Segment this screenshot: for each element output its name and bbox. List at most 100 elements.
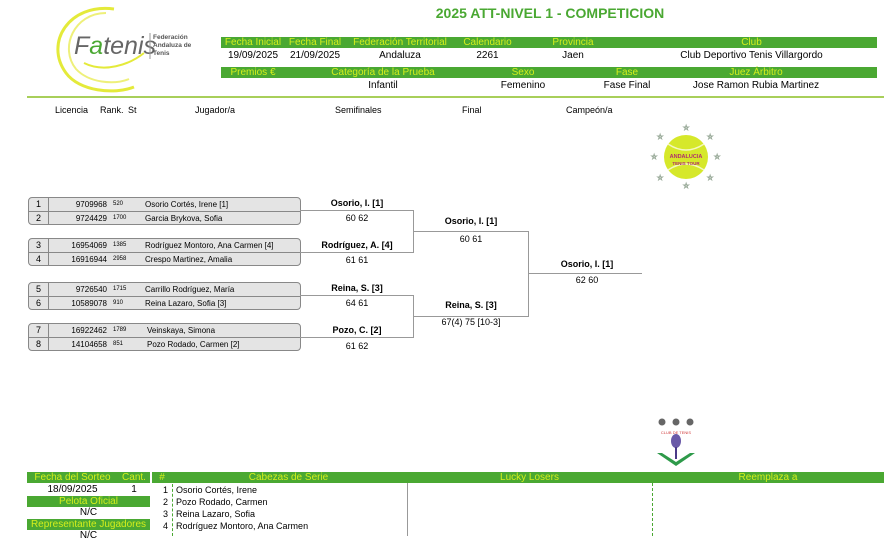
header-reemplaza: Reemplaza a	[738, 472, 798, 483]
seed-divider	[172, 484, 173, 536]
bracket-line	[413, 231, 528, 232]
draw-number: 2	[29, 212, 49, 224]
value-pelota: N/C	[79, 507, 98, 518]
svg-text:☆: ☆	[683, 182, 689, 190]
col-st: St	[128, 105, 137, 115]
player-name: Garcia Brykova, Sofia	[145, 214, 223, 223]
svg-text:Andaluza de: Andaluza de	[153, 42, 192, 49]
player-name: Pozo Rodado, Carmen [2]	[147, 340, 240, 349]
seed-number: 3	[162, 509, 168, 519]
draw-number: 1	[29, 198, 49, 211]
svg-text:Fatenis: Fatenis	[74, 32, 156, 60]
player-name: Rodríguez Montoro, Ana Carmen [4]	[145, 241, 274, 250]
value-categoria: Infantil	[368, 80, 398, 91]
player-license: 16916944	[71, 255, 107, 264]
header-club: Club	[741, 37, 762, 48]
col-semifinales: Semifinales	[335, 105, 382, 115]
player-rank: 1700	[113, 215, 127, 221]
qf-winner-1: Osorio, I. [1]	[330, 198, 384, 208]
qf-score-4: 61 62	[345, 341, 369, 351]
player-rank: 1385	[113, 242, 127, 248]
bracket-line	[300, 252, 413, 253]
svg-text:ANDALUCIA: ANDALUCIA	[670, 154, 703, 160]
club-tenis-villargordo-logo: CLUB DE TENIS	[654, 417, 698, 467]
sf-score-2: 67(4) 75 [10-3]	[441, 317, 501, 327]
representante-label: Representante Jugadores	[30, 519, 147, 530]
value-fecha-inicial: 19/09/2025	[227, 50, 279, 61]
player-rank: 910	[113, 300, 124, 306]
page-title: 2025 ATT-NIVEL 1 - COMPETICION	[435, 5, 665, 21]
svg-text:☆: ☆	[714, 153, 720, 161]
sf-winner-1: Osorio, I. [1]	[444, 216, 498, 226]
svg-text:☆: ☆	[707, 174, 713, 182]
svg-text:☆: ☆	[651, 153, 657, 161]
player-license: 9709968	[75, 200, 107, 209]
info-header-bar-2: Premios € Categoría de la Prueba Sexo Fa…	[221, 67, 877, 78]
header-cant: Cant.	[122, 472, 146, 483]
draw-number: 4	[29, 253, 49, 265]
col-licencia: Licencia	[55, 105, 89, 115]
svg-text:☆: ☆	[657, 133, 663, 141]
logo-federacion: Federación	[153, 34, 188, 41]
sf-winner-2: Reina, S. [3]	[445, 300, 497, 310]
bottom-header-bar: Fecha del Sorteo Cant. # Cabezas de Seri…	[27, 472, 884, 483]
header-categoria: Categoría de la Prueba	[331, 67, 435, 78]
header-federacion: Federación Territorial	[353, 37, 447, 48]
player-row: 2 9724429 1700 Garcia Brykova, Sofia	[29, 211, 300, 224]
qf-winner-3: Reina, S. [3]	[331, 283, 383, 293]
seed-name: Reina Lazaro, Sofia	[176, 509, 256, 519]
player-license: 9724429	[75, 214, 107, 223]
representante-header: Representante Jugadores	[27, 519, 150, 530]
seed-number: 1	[162, 485, 168, 495]
player-rank: 1789	[113, 327, 127, 333]
qf-winner-4: Pozo, C. [2]	[332, 325, 382, 335]
draw-number: 7	[29, 324, 49, 337]
player-rank: 520	[113, 201, 124, 207]
seed-name: Osorio Cortés, Irene	[176, 485, 258, 495]
svg-text:Tenis: Tenis	[153, 50, 170, 57]
svg-text:CLUB DE TENIS: CLUB DE TENIS	[661, 430, 691, 435]
player-name: Crespo Martinez, Amalia	[145, 255, 233, 264]
header-juez: Juez Árbitro	[729, 67, 783, 78]
fatenis-logo: Fatenis Federación Andaluza de Tenis	[44, 3, 204, 95]
player-rank: 1715	[113, 286, 127, 292]
value-fecha-final: 21/09/2025	[289, 50, 341, 61]
value-premios	[221, 80, 285, 91]
player-name: Osorio Cortés, Irene [1]	[145, 200, 229, 209]
player-name: Carrillo Rodríguez, María	[145, 285, 235, 294]
qf-score-1: 60 62	[345, 213, 369, 223]
andalucia-tenis-tour-logo: ☆ ☆ ☆ ☆ ☆ ☆ ☆ ☆ ANDALUCIA TENIS TOUR	[648, 122, 724, 191]
value-juez: Jose Ramon Rubia Martinez	[692, 80, 820, 91]
header-cabezas-serie: Cabezas de Serie	[248, 472, 329, 483]
column-divider	[652, 483, 653, 536]
header-lucky-losers: Lucky Losers	[500, 472, 559, 483]
svg-text:☆: ☆	[657, 174, 663, 182]
header-fecha-sorteo: Fecha del Sorteo	[34, 472, 111, 483]
qf-score-3: 64 61	[345, 298, 369, 308]
header-fase: Fase	[615, 67, 639, 78]
col-campeon: Campeón/a	[566, 105, 613, 115]
player-license: 10589078	[71, 299, 107, 308]
header-divider	[27, 96, 884, 98]
player-license: 14104658	[71, 340, 107, 349]
seed-number: 4	[162, 521, 168, 531]
header-fecha-final: Fecha Final	[288, 37, 342, 48]
match-pair-1: 1 9709968 520 Osorio Cortés, Irene [1] 2 972…	[28, 197, 301, 225]
player-rank: 2958	[113, 256, 127, 262]
player-name: Veinskaya, Simona	[147, 326, 216, 335]
header-provincia: Provincia	[552, 37, 594, 48]
col-final: Final	[462, 105, 482, 115]
svg-text:☆: ☆	[707, 133, 713, 141]
value-federacion: Andaluza	[379, 50, 421, 61]
player-name: Reina Lazaro, Sofia [3]	[145, 299, 227, 308]
draw-number: 8	[29, 338, 49, 350]
header-premios: Premios €	[230, 67, 276, 78]
seed-name: Pozo Rodado, Carmen	[176, 497, 268, 507]
header-fecha-inicial: Fecha Inicial	[224, 37, 282, 48]
